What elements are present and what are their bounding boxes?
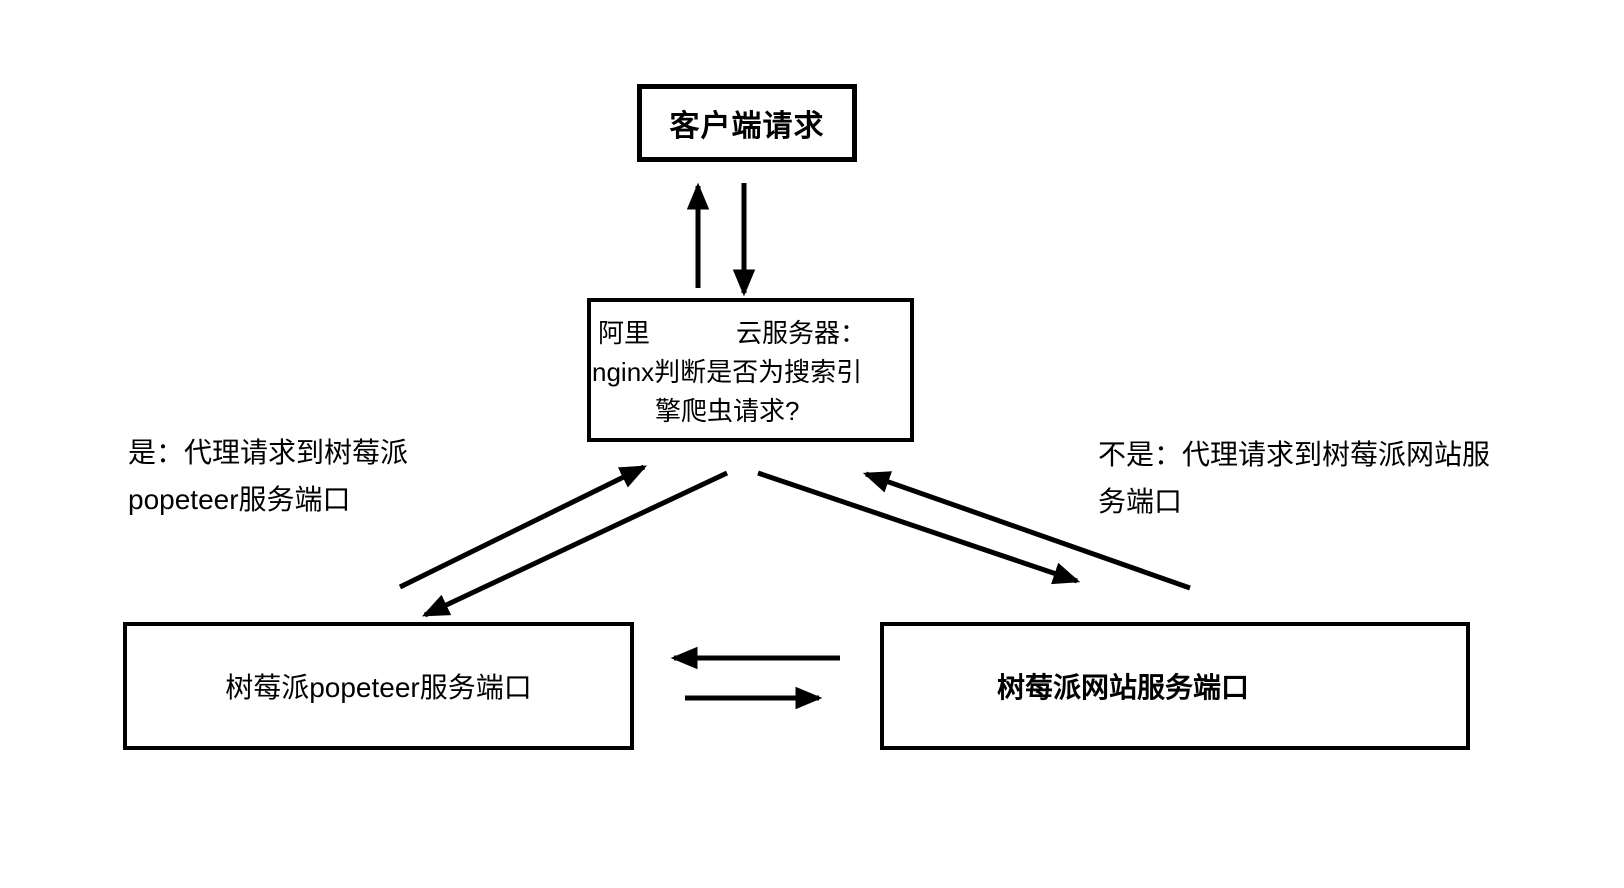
nginx-line1-right: 云服务器： bbox=[736, 318, 867, 348]
label-no-branch-line1: 不是：代理请求到树莓派网站服 bbox=[1098, 439, 1491, 470]
node-client-request-label: 客户端请求 bbox=[669, 110, 825, 143]
node-website-service-port-label: 树莓派网站服务端口 bbox=[996, 672, 1249, 703]
node-website-service-port: 树莓派网站服务端口 bbox=[880, 622, 1470, 750]
node-nginx-decision: 阿里 云服务器： nginx判断是否为搜索引 擎爬虫请求? bbox=[587, 298, 914, 442]
node-client-request: 客户端请求 bbox=[637, 84, 857, 162]
nginx-to-website-arrow bbox=[757, 470, 1081, 585]
label-yes-branch: 是：代理请求到树莓派 popeteer服务端口 bbox=[128, 429, 408, 523]
website-to-nginx-arrow bbox=[862, 471, 1191, 591]
label-yes-branch-line2: popeteer服务端口 bbox=[128, 484, 351, 515]
nginx-decision-line1: 阿里 云服务器： bbox=[591, 314, 910, 353]
nginx-line1-left: 阿里 bbox=[598, 318, 651, 348]
label-no-branch: 不是：代理请求到树莓派网站服 务端口 bbox=[1098, 431, 1490, 525]
label-yes-branch-line1: 是：代理请求到树莓派 bbox=[128, 437, 409, 468]
node-popeteer-service-port-label: 树莓派popeteer服务端口 bbox=[225, 672, 532, 703]
nginx-decision-line3: 擎爬虫请求? bbox=[655, 396, 800, 426]
popeteer-to-nginx-arrow bbox=[398, 464, 648, 590]
node-popeteer-service-port: 树莓派popeteer服务端口 bbox=[123, 622, 634, 750]
nginx-to-popeteer-arrow bbox=[421, 470, 729, 618]
label-no-branch-line2: 务端口 bbox=[1098, 486, 1183, 517]
nginx-decision-line2: nginx判断是否为搜索引 bbox=[592, 357, 863, 387]
